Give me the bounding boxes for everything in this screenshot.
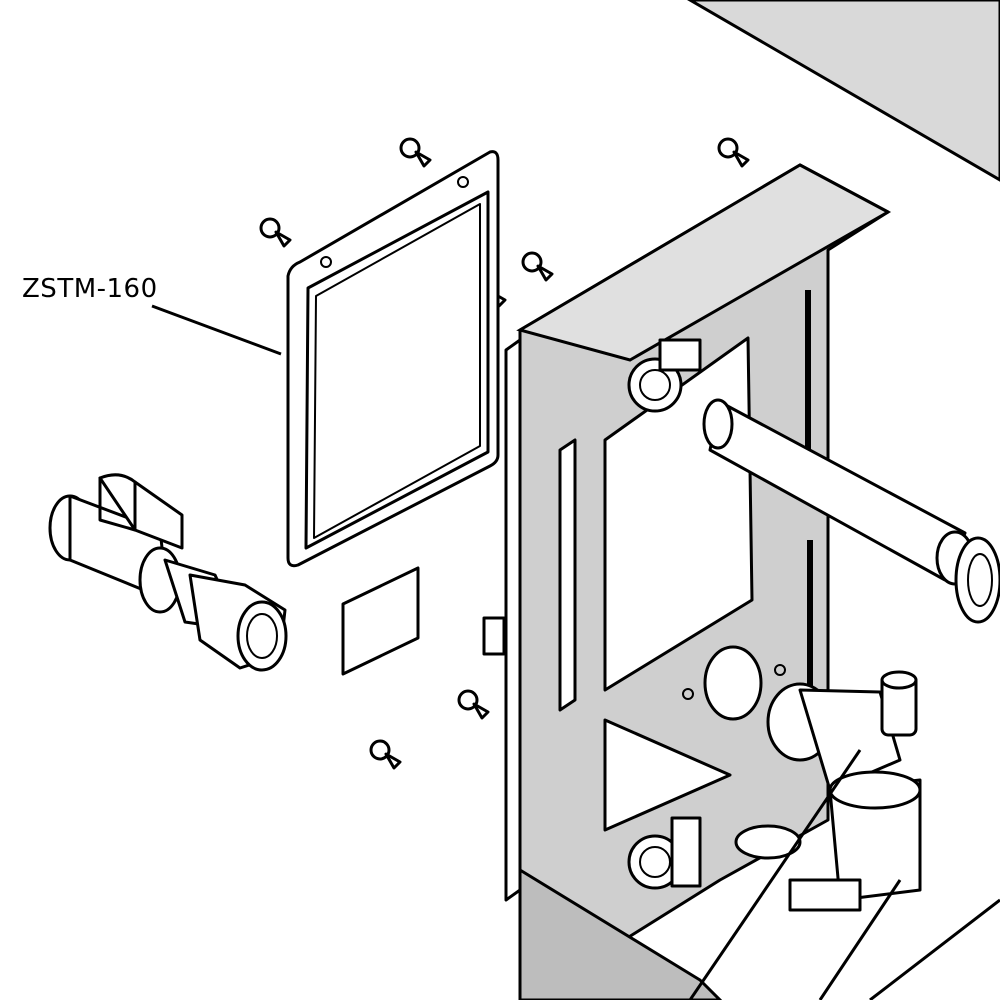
screw (399, 137, 432, 168)
solenoid-valve (688, 670, 1000, 1000)
pipe-clamp-lower (627, 816, 702, 890)
callout-leader-line (151, 304, 282, 356)
pipe-clamp-upper (627, 338, 702, 413)
screw (369, 739, 402, 770)
background-cabinet-wall (687, 0, 1000, 182)
gasket-cover-plate (286, 150, 500, 568)
screw (521, 251, 554, 282)
screw (717, 137, 750, 168)
screw (457, 689, 490, 720)
part-number-callout: ZSTM-160 (22, 274, 158, 304)
ball-valve (48, 473, 288, 672)
screw (259, 217, 292, 248)
label-plate (341, 566, 420, 676)
pipe (702, 398, 1000, 624)
